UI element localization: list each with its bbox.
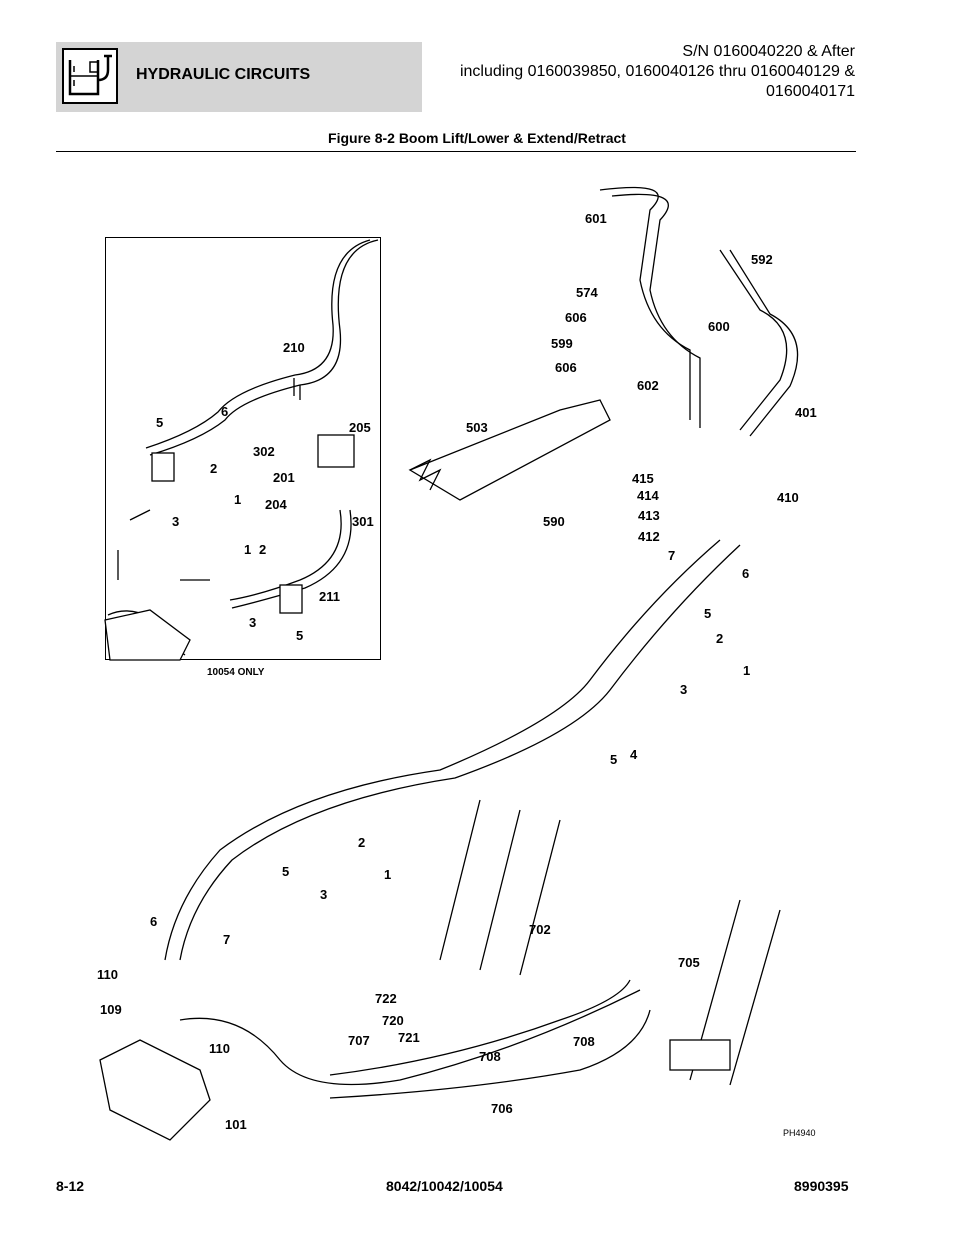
callout-3b: 3 (249, 615, 256, 630)
callout-4: 4 (630, 747, 638, 762)
callout-109: 109 (100, 1002, 122, 1017)
callout-5c: 5 (704, 606, 711, 621)
callout-706: 706 (491, 1101, 513, 1116)
callout-600: 600 (708, 319, 730, 334)
callout-211: 211 (319, 589, 340, 604)
callout-2b: 2 (259, 542, 266, 557)
callout-590: 590 (543, 514, 565, 529)
callout-210: 210 (283, 340, 305, 355)
callout-708: 708 (573, 1034, 595, 1049)
callout-110b: 110 (209, 1041, 230, 1056)
callout-599: 599 (551, 336, 573, 351)
inset-caption: 10054 ONLY (207, 667, 265, 678)
callout-722: 722 (375, 991, 397, 1006)
callout-410: 410 (777, 490, 799, 505)
callout-413: 413 (638, 508, 660, 523)
serial-line-3: 0160040171 (766, 83, 855, 100)
serial-line-1: S/N 0160040220 & After (682, 43, 855, 60)
callout-708b: 708 (479, 1049, 501, 1064)
callout-707: 707 (348, 1033, 370, 1048)
drawing-id: PH4940 (783, 1128, 816, 1138)
model-numbers: 8042/10042/10054 (386, 1178, 503, 1194)
callout-1b: 1 (244, 542, 251, 557)
callout-721: 721 (398, 1030, 420, 1045)
callout-1: 1 (234, 492, 241, 507)
callout-1d: 1 (384, 867, 391, 882)
hydraulic-reservoir-icon (62, 48, 118, 104)
callout-601: 601 (585, 211, 607, 226)
page-number: 8-12 (56, 1178, 85, 1194)
callout-3: 3 (172, 514, 179, 529)
callout-2c: 2 (716, 631, 723, 646)
callout-401: 401 (795, 405, 817, 420)
callout-6: 6 (221, 404, 228, 419)
callout-5b: 5 (296, 628, 303, 643)
callout-6c: 6 (742, 566, 749, 581)
callout-7b: 7 (223, 932, 230, 947)
serial-line-2: including 0160039850, 0160040126 thru 01… (459, 63, 855, 80)
callout-415: 415 (632, 471, 654, 486)
callout-110: 110 (97, 967, 118, 982)
callout-702: 702 (529, 922, 551, 937)
section-header: HYDRAULIC CIRCUITS (56, 42, 422, 112)
callout-7: 7 (668, 548, 675, 563)
callout-705: 705 (678, 955, 700, 970)
callout-3c: 3 (680, 682, 687, 697)
callout-414: 414 (637, 488, 659, 503)
callout-606b: 606 (555, 360, 577, 375)
callout-201: 201 (273, 470, 295, 485)
callout-503: 503 (466, 420, 488, 435)
callout-602: 602 (637, 378, 659, 393)
callout-1c: 1 (743, 663, 750, 678)
callout-204: 204 (265, 497, 287, 512)
section-title: HYDRAULIC CIRCUITS (136, 66, 311, 83)
inset-box (105, 237, 381, 660)
callout-2: 2 (210, 461, 217, 476)
manual-part-number: 8990395 (794, 1178, 849, 1194)
serial-number-block: S/N 0160040220 & After including 0160039… (375, 42, 855, 102)
callout-5: 5 (156, 415, 163, 430)
callout-205: 205 (349, 420, 371, 435)
callout-720: 720 (382, 1013, 404, 1028)
header-divider (56, 151, 856, 152)
callout-3d: 3 (320, 887, 327, 902)
figure-title: Figure 8-2 Boom Lift/Lower & Extend/Retr… (328, 130, 626, 146)
callout-592: 592 (751, 252, 773, 267)
callout-301: 301 (352, 514, 374, 529)
callout-606: 606 (565, 310, 587, 325)
callout-101: 101 (225, 1117, 247, 1132)
callout-302: 302 (253, 444, 275, 459)
callout-6d: 6 (150, 914, 157, 929)
callout-412: 412 (638, 529, 660, 544)
callout-2d: 2 (358, 835, 365, 850)
callout-5e: 5 (282, 864, 289, 879)
callout-574: 574 (576, 285, 598, 300)
callout-5d: 5 (610, 752, 617, 767)
